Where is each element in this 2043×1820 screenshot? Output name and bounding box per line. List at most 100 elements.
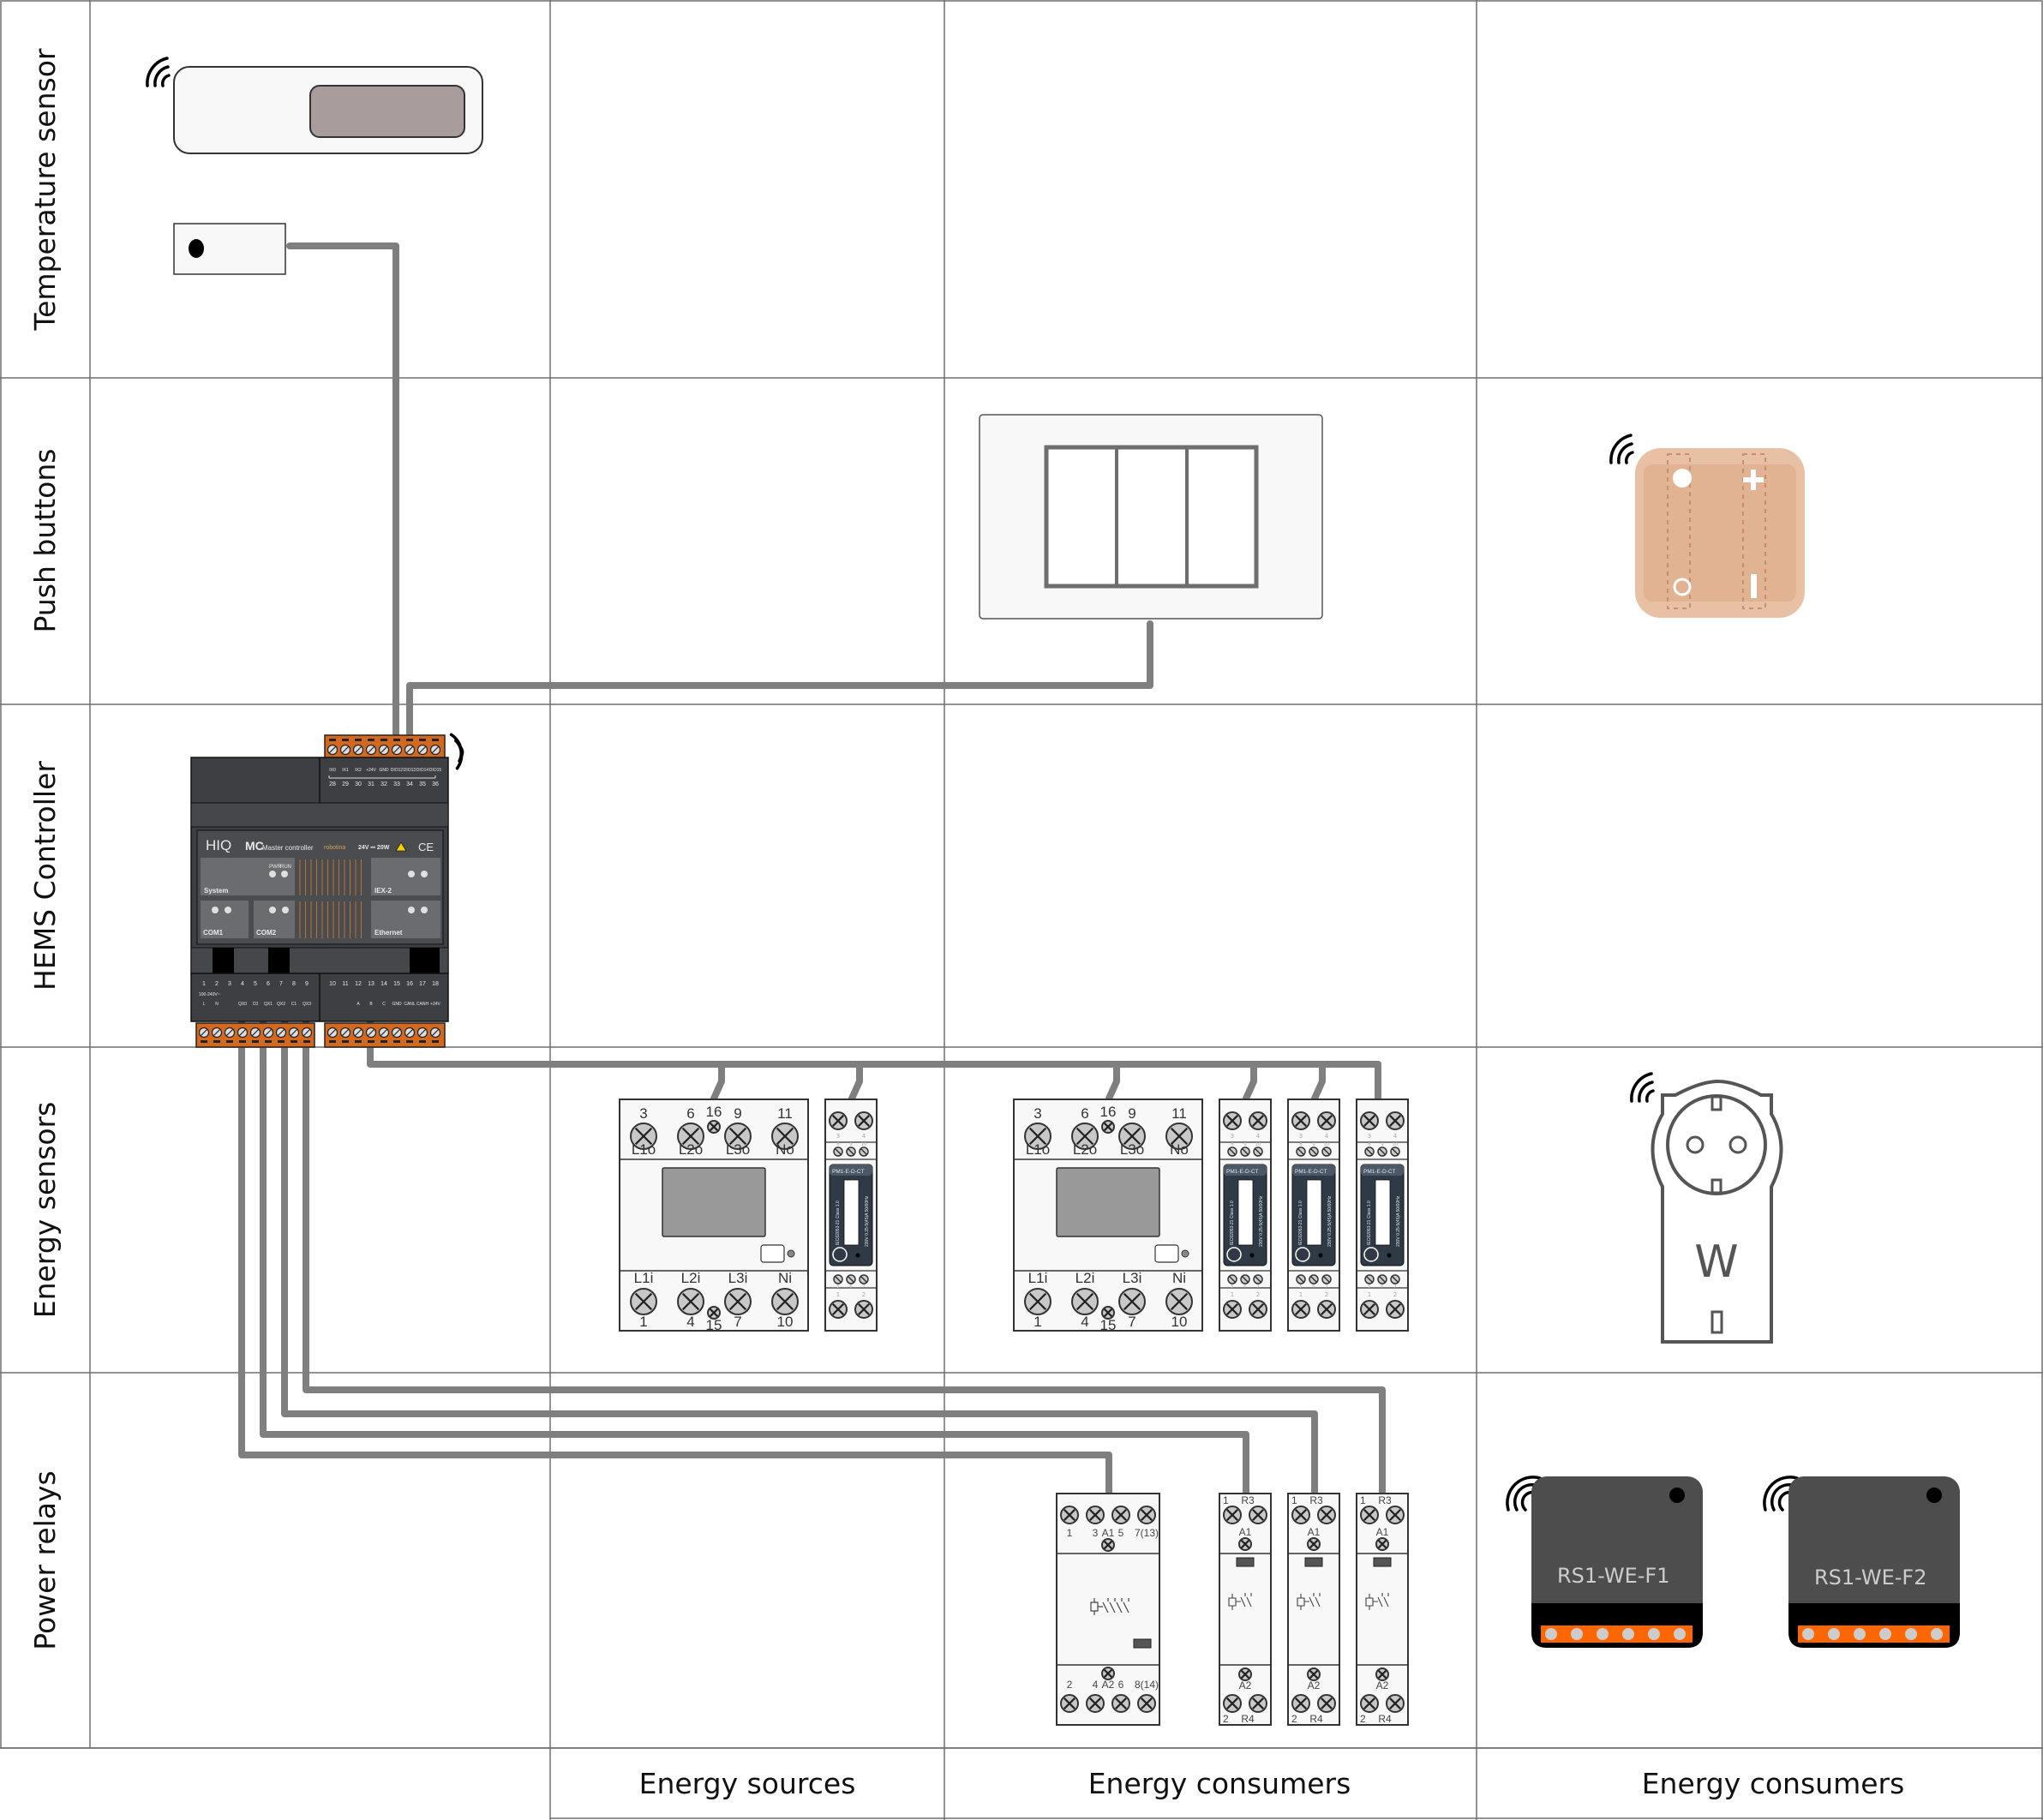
terminal-number: 1	[1231, 1291, 1234, 1298]
terminal-number: 6	[686, 1105, 694, 1122]
terminal-screw	[854, 1111, 873, 1130]
relay-button[interactable]	[1926, 1488, 1942, 1503]
terminal-screw	[1060, 1506, 1079, 1524]
terminal-screw	[1086, 1694, 1105, 1713]
terminal-number: 4	[1256, 1133, 1261, 1140]
terminal-name: L3i	[728, 1270, 748, 1286]
terminal-screw	[1375, 1537, 1389, 1551]
terminal-dot	[1802, 1628, 1814, 1640]
push-button-plate[interactable]	[979, 414, 1323, 620]
terminal-dot	[1905, 1628, 1917, 1640]
terminal-number: 3	[1368, 1133, 1371, 1140]
remote-off-ring-icon[interactable]	[1673, 578, 1692, 596]
terminal-screw	[1060, 1694, 1079, 1713]
pm1-standard: IEC62053-21 Class 1.0	[1367, 1200, 1372, 1245]
terminal-name: R3	[1241, 1494, 1255, 1506]
pm1-reset-icon[interactable]	[1295, 1247, 1310, 1262]
terminal-name: A2	[1239, 1679, 1252, 1691]
terminal-number: 6	[1312, 1284, 1315, 1290]
pm1-model: PM1-E-D-CT	[1363, 1169, 1396, 1175]
terminal-number: 30	[355, 781, 362, 787]
terminal-name: R3	[1309, 1494, 1323, 1506]
terminal-screw	[1360, 1694, 1379, 1713]
meter-button[interactable]	[1154, 1244, 1179, 1263]
remote-minus-icon[interactable]	[1751, 574, 1757, 598]
terminal-screw	[1238, 1537, 1252, 1551]
terminal-screw	[833, 1274, 843, 1284]
smart-plug[interactable]: W	[1630, 1072, 1783, 1344]
wire-drop-meter-3ph-2	[1105, 1061, 1120, 1102]
terminal-dot	[1597, 1628, 1609, 1640]
terminal-name: B	[369, 1002, 373, 1007]
terminal-name: QX1	[264, 1002, 273, 1007]
pm1-rating: 230V 0.25-5(45)A 50/60Hz	[1259, 1195, 1264, 1247]
relay-button[interactable]	[1669, 1488, 1685, 1503]
terminal-number: 4	[241, 981, 244, 987]
terminal-screw	[429, 1027, 441, 1043]
pm1-reset-icon[interactable]	[1363, 1247, 1379, 1262]
plug-button[interactable]	[1710, 1310, 1723, 1334]
terminal-name: QX2	[277, 1002, 285, 1007]
terminal-screw	[327, 1027, 339, 1043]
remote-on-dot-icon[interactable]	[1673, 469, 1692, 488]
wireless-relay-2[interactable]: RS1-WE-F2	[1763, 1476, 1960, 1648]
terminal-screw	[846, 1274, 856, 1284]
terminal-screw	[1309, 1274, 1319, 1284]
terminal-dot	[1879, 1628, 1891, 1640]
wifi-icon	[1630, 1072, 1655, 1103]
terminal-name: A1	[1308, 1526, 1321, 1538]
terminal-number: 7	[1393, 1284, 1396, 1290]
terminal-screw	[833, 1146, 843, 1157]
terminal-screw	[1165, 1123, 1193, 1150]
terminal-name: L2i	[1075, 1270, 1095, 1286]
terminal-name: C	[382, 1002, 386, 1007]
terminal-name: IX1	[342, 768, 349, 773]
wireless-remote-switch[interactable]	[1609, 434, 1805, 618]
relay-symbol-icon	[1228, 1593, 1252, 1610]
terminal-screw	[404, 1027, 416, 1043]
sensor-display	[309, 85, 465, 138]
terminal-screw	[1111, 1694, 1130, 1713]
terminal-screw	[1317, 1300, 1336, 1319]
terminal-dot	[1931, 1628, 1943, 1640]
row-label-temperature-sensor: Temperature sensor	[28, 48, 62, 331]
terminal-name: DIO12	[391, 768, 404, 773]
terminal-screw	[1223, 1506, 1242, 1524]
wire-drop-pm1-1	[848, 1061, 863, 1102]
terminal-screw	[1291, 1111, 1310, 1130]
terminal-screw	[1307, 1667, 1321, 1681]
terminal-screw	[339, 1027, 351, 1043]
temperature-probe-wired[interactable]	[173, 223, 286, 275]
meter-button[interactable]	[760, 1244, 785, 1263]
wireless-relay-1[interactable]: RS1-WE-F1	[1506, 1476, 1703, 1648]
terminal-screw	[1227, 1146, 1237, 1157]
terminal-screw	[1024, 1288, 1051, 1315]
terminal-number: 16	[406, 981, 413, 987]
terminal-screw	[1309, 1146, 1319, 1157]
temperature-sensor-wireless[interactable]	[146, 57, 483, 154]
terminal-name: 2	[1360, 1713, 1366, 1725]
pm1-standard: IEC62053-21 Class 1.0	[1298, 1200, 1303, 1245]
controller-model: MC	[245, 839, 264, 853]
push-button-3[interactable]	[1185, 446, 1258, 588]
terminal-name: 2	[1291, 1713, 1297, 1725]
relay-terminals	[1545, 1628, 1686, 1640]
pm1-model: PM1-E-D-CT	[832, 1169, 865, 1175]
terminal-screw	[416, 739, 428, 756]
terminal-number: 1	[639, 1314, 647, 1330]
pm1-reset-icon[interactable]	[832, 1247, 848, 1262]
remote-plus-icon[interactable]	[1743, 470, 1764, 490]
terminal-name: 2	[1223, 1713, 1229, 1725]
pm1-reset-icon[interactable]	[1226, 1247, 1242, 1262]
